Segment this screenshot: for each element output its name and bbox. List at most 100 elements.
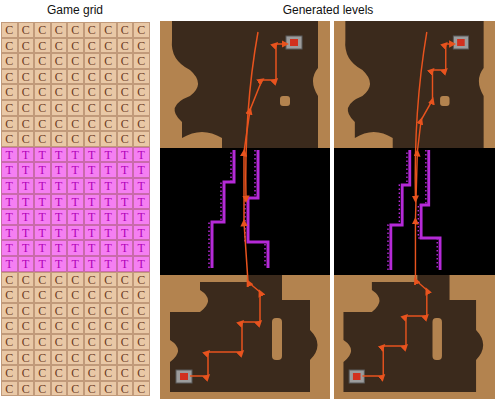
grid-cell: C [51, 334, 68, 350]
grid-cell: C [34, 100, 51, 116]
grid-cell: T [117, 240, 134, 256]
grid-cell: T [84, 240, 101, 256]
grid-cell: C [51, 350, 68, 366]
grid-cell: C [100, 131, 117, 147]
grid-cell: T [133, 162, 150, 178]
grid-cell: C [1, 22, 18, 38]
grid-cell: C [133, 131, 150, 147]
grid-cell: C [1, 303, 18, 319]
grid-cell: C [84, 381, 101, 397]
grid-cell: C [67, 334, 84, 350]
grid-cell: C [133, 381, 150, 397]
grid-cell: T [117, 194, 134, 210]
grid-cell: C [34, 116, 51, 132]
grid-cell: C [100, 318, 117, 334]
grid-cell: C [67, 22, 84, 38]
grid-cell: C [18, 303, 35, 319]
grid-cell: C [133, 365, 150, 381]
grid-cell: T [133, 178, 150, 194]
grid-cell: C [117, 84, 134, 100]
grid-cell: C [67, 365, 84, 381]
grid-cell: C [84, 334, 101, 350]
grid-cell: C [100, 287, 117, 303]
grid-cell: T [100, 147, 117, 163]
grid-cell: C [67, 350, 84, 366]
grid-cell: T [84, 256, 101, 272]
grid-cell: C [1, 38, 18, 54]
grid-cell: C [100, 38, 117, 54]
grid-cell: C [100, 53, 117, 69]
grid-cell: T [34, 225, 51, 241]
grid-cell: C [133, 350, 150, 366]
grid-cell: C [133, 116, 150, 132]
grid-cell: T [133, 240, 150, 256]
grid-cell: C [18, 318, 35, 334]
grid-cell: T [34, 240, 51, 256]
grid-cell: T [18, 194, 35, 210]
grid-cell: T [133, 209, 150, 225]
grid-cell: C [67, 38, 84, 54]
grid-cell: C [18, 69, 35, 85]
grid-cell: C [51, 69, 68, 85]
grid-cell: C [1, 318, 18, 334]
grid-cell: C [84, 318, 101, 334]
grid-cell: C [100, 303, 117, 319]
grid-cell: C [51, 287, 68, 303]
grid-cell: C [117, 365, 134, 381]
grid-cell: T [34, 209, 51, 225]
grid-cell: C [117, 100, 134, 116]
grid-cell: C [51, 303, 68, 319]
grid-cell: C [117, 131, 134, 147]
grid-cell: T [117, 178, 134, 194]
grid-cell: C [1, 131, 18, 147]
grid-cell: T [100, 194, 117, 210]
grid-cell: C [100, 69, 117, 85]
grid-cell: C [100, 272, 117, 288]
grid-cell: C [84, 350, 101, 366]
grid-cell: C [133, 287, 150, 303]
grid-cell: T [51, 240, 68, 256]
grid-cell: T [117, 147, 134, 163]
grid-cell: C [34, 53, 51, 69]
grid-cell: T [133, 225, 150, 241]
grid-cell: C [117, 381, 134, 397]
grid-cell: T [100, 256, 117, 272]
grid-cell: T [51, 194, 68, 210]
grid-cell: T [67, 240, 84, 256]
grid-cell: C [100, 334, 117, 350]
panel-heading: Generated levels [283, 3, 374, 17]
grid-cell: T [18, 162, 35, 178]
grid-cell: C [117, 69, 134, 85]
grid-cell: C [133, 100, 150, 116]
grid-cell: C [34, 69, 51, 85]
grid-cell: C [18, 53, 35, 69]
grid-cell: C [117, 22, 134, 38]
grid-cell: C [117, 350, 134, 366]
grid-cell: C [18, 131, 35, 147]
grid-cell: C [100, 100, 117, 116]
grid-cell: C [18, 116, 35, 132]
grid-cell: T [1, 209, 18, 225]
grid-cell: T [84, 178, 101, 194]
grid-cell: C [67, 100, 84, 116]
grid-cell: C [84, 131, 101, 147]
grid-cell: C [67, 318, 84, 334]
grid-cell: T [67, 147, 84, 163]
grid-cell: T [67, 256, 84, 272]
grid-cell: C [117, 53, 134, 69]
grid-cell: C [34, 365, 51, 381]
grid-cell: C [133, 272, 150, 288]
grid-cell: T [34, 178, 51, 194]
grid-cell: T [51, 178, 68, 194]
grid-cell: T [117, 162, 134, 178]
grid-cell: C [84, 303, 101, 319]
grid-cell: C [117, 334, 134, 350]
grid-cell: C [100, 365, 117, 381]
grid-cell: T [51, 147, 68, 163]
grid-cell: T [1, 147, 18, 163]
grid-cell: C [51, 53, 68, 69]
grid-cell: T [84, 194, 101, 210]
grid-cell: C [34, 381, 51, 397]
grid-cell: T [1, 240, 18, 256]
grid-cell: C [67, 272, 84, 288]
